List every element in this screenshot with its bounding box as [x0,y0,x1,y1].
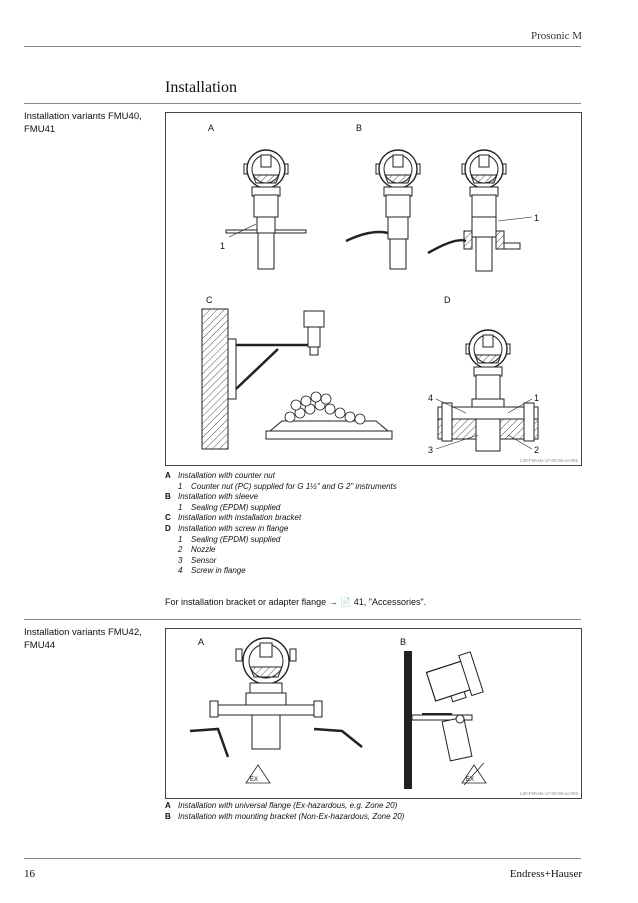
footer-company: Endress+Hauser [509,868,582,880]
ex-mark-a: EX [250,777,258,783]
callout-b-1: 1 [534,213,539,223]
section-title: Installation [165,79,237,96]
callout-d-1: 1 [534,393,539,403]
block2-figure: A EX B EX L00-FMU4x-17-00-00-xx-003 [165,628,582,799]
block2-drawing: A EX B EX [189,637,487,789]
ex-mark-b: EX [466,777,474,783]
callout-d-2: 2 [534,445,539,455]
header-product: Prosonic M [530,30,582,42]
block1-figure: A 1 B 1 C [165,112,582,466]
header-rule [24,46,581,47]
callout-d-3: 3 [428,445,433,455]
callout-a-1: 1 [220,241,225,251]
block1-heading: Installation variants FMU40, FMU41 [24,111,142,135]
block1-figure-code: L00-FMU4x-17-00-00-xx-002 [519,458,578,463]
label-2a: A [198,637,204,647]
block2-figure-code: L00-FMU4x-17-00-00-xx-003 [519,791,578,796]
block2-heading: Installation variants FMU42, FMU44 [24,627,142,651]
label-a: A [208,123,214,133]
label-d: D [444,295,451,305]
label-b: B [356,123,362,133]
section-rule [24,103,581,104]
page-number: 16 [24,868,35,880]
block-rule [24,619,581,620]
label-2b: B [400,637,406,647]
footer-rule [24,858,581,859]
accessories-note: For installation bracket or adapter flan… [165,597,427,607]
label-c: C [206,295,213,305]
callout-d-4: 4 [428,393,433,403]
block1-drawing: A 1 B 1 C [201,123,539,455]
